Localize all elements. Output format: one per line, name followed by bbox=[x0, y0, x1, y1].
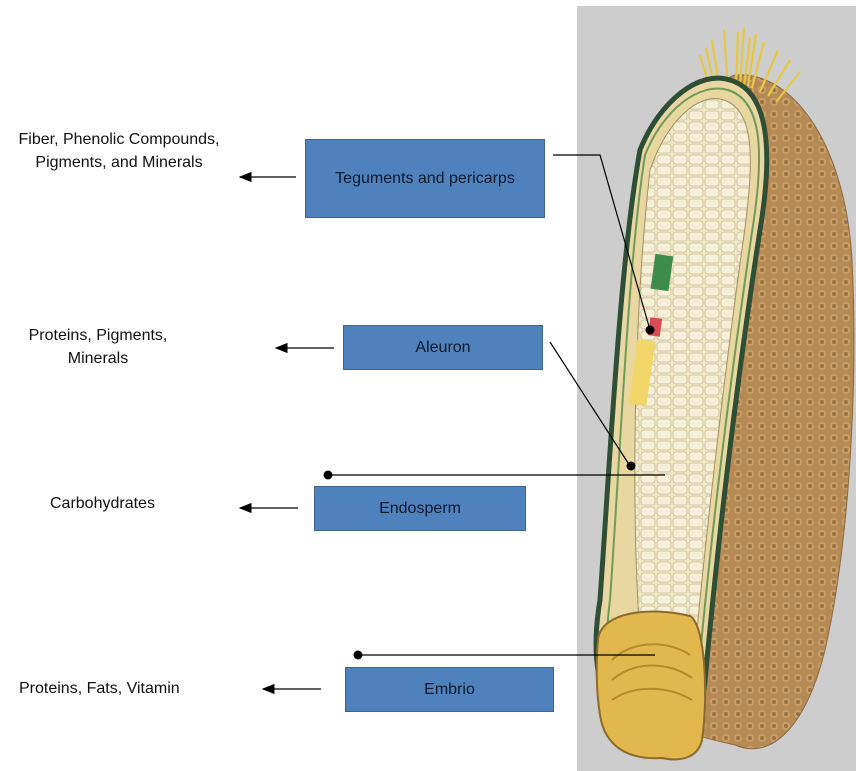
endosperm-box: Endosperm bbox=[314, 486, 526, 531]
leader-dot-icon bbox=[354, 651, 363, 660]
teguments-box: Teguments and pericarps bbox=[305, 139, 545, 218]
endosperm-compounds-label: Carbohydrates bbox=[50, 492, 200, 515]
leader-dot-icon bbox=[627, 462, 636, 471]
endosperm-box-label: Endosperm bbox=[379, 498, 461, 520]
embrio-box: Embrio bbox=[345, 667, 554, 712]
embryo-shape bbox=[597, 611, 705, 759]
teguments-box-label: Teguments and pericarps bbox=[335, 168, 515, 190]
aleuron-box: Aleuron bbox=[343, 325, 543, 370]
aleuron-compounds-label: Proteins, Pigments, Minerals bbox=[8, 324, 188, 370]
embrio-box-label: Embrio bbox=[424, 679, 475, 701]
embrio-compounds-label: Proteins, Fats, Vitamin bbox=[19, 677, 249, 700]
leader-dot-icon bbox=[646, 326, 655, 335]
arrows bbox=[240, 177, 334, 689]
aleuron-box-label: Aleuron bbox=[415, 337, 470, 359]
leader-dot-icon bbox=[324, 471, 333, 480]
teguments-compounds-label: Fiber, Phenolic Compounds, Pigments, and… bbox=[4, 128, 234, 174]
